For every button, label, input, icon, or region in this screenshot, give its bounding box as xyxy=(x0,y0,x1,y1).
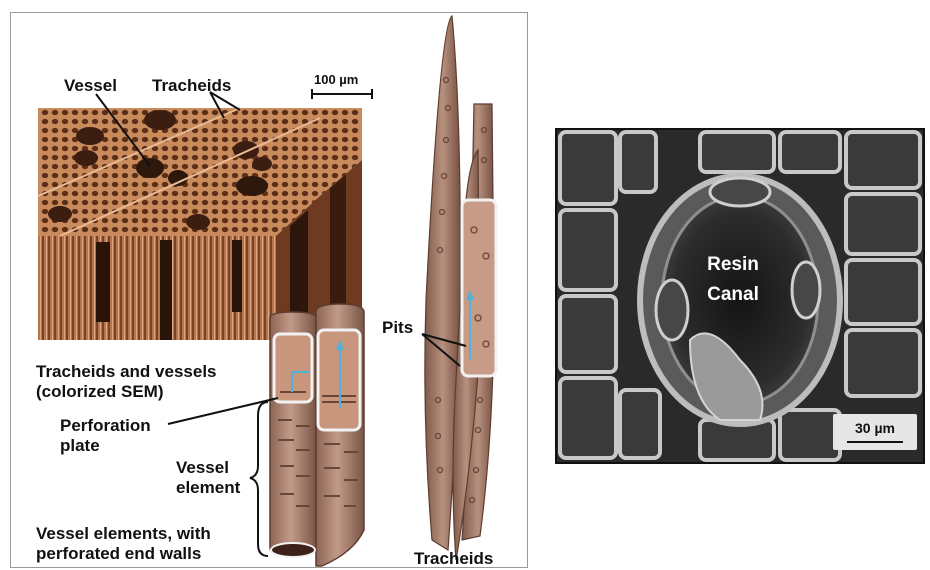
scale-bar-30um xyxy=(847,441,903,443)
label-pits: Pits xyxy=(382,318,413,338)
label-scale-100um: 100 µm xyxy=(314,72,358,87)
label-vessel-elements-line1: Vessel elements, with xyxy=(36,524,211,544)
label-sem-caption-line1: Tracheids and vessels xyxy=(36,362,217,382)
label-vessel-elements-line2: perforated end walls xyxy=(36,544,201,564)
label-scale-30um: 30 µm xyxy=(833,420,917,436)
label-sem-caption-line2: (colorized SEM) xyxy=(36,382,164,402)
scale-box-30um: 30 µm xyxy=(833,414,917,450)
label-resin: Resin xyxy=(688,254,778,276)
label-perforation-line2: plate xyxy=(60,436,100,456)
tracheids-drawing xyxy=(425,16,496,560)
label-tracheids-bottom: Tracheids xyxy=(414,549,493,569)
label-vessel: Vessel xyxy=(64,76,117,96)
label-vessel-element-line2: element xyxy=(176,478,240,498)
label-perforation-line1: Perforation xyxy=(60,416,151,436)
vessel-elements-drawing xyxy=(270,304,364,566)
label-canal: Canal xyxy=(688,284,778,306)
colorized-sem-block xyxy=(38,108,362,350)
label-vessel-element-line1: Vessel xyxy=(176,458,229,478)
label-tracheids-top: Tracheids xyxy=(152,76,231,96)
